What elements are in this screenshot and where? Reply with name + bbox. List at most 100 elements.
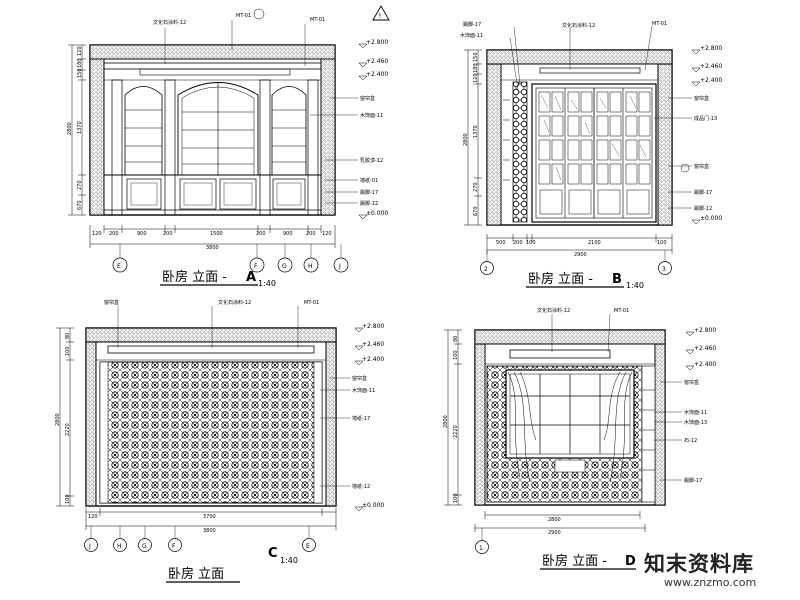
svg-text:+2.460: +2.460 [694,345,716,352]
section-callout-icon [253,8,265,20]
svg-text:670: 670 [77,200,83,210]
svg-text:J: J [88,543,91,550]
elevation-a: 文化石涂料-12 MT-01 MT-01 窗帘盒 木饰面-11 乳胶漆-12 墙… [67,8,388,288]
svg-text:F: F [254,263,258,270]
svg-text:3: 3 [662,266,666,273]
svg-text:2100: 2100 [588,240,601,246]
svg-text:200: 200 [256,231,266,237]
svg-text:2: 2 [484,266,488,273]
svg-text:±0.000: ±0.000 [366,210,388,217]
svg-text:E: E [117,263,121,270]
svg-text:1370: 1370 [77,121,83,134]
svg-text:100: 100 [453,493,459,503]
svg-text:180: 180 [473,63,479,73]
svg-text:踢脚-17: 踢脚-17 [360,189,378,196]
svg-text:MT-01: MT-01 [304,300,319,306]
axis-bubble-icon [138,538,152,552]
svg-text:900: 900 [137,231,147,237]
svg-text:H: H [117,543,122,550]
svg-text:踢脚-17: 踢脚-17 [463,21,481,28]
watermark: 知末资料库 www.znzmo.com [640,548,790,592]
axis-bubble-icon [277,257,293,273]
svg-text:100: 100 [65,346,71,356]
svg-text:900: 900 [283,231,293,237]
svg-text:J: J [338,263,341,270]
svg-text:100: 100 [526,240,536,246]
svg-text:成品门-13: 成品门-13 [694,115,717,122]
svg-text:3800: 3800 [203,528,216,534]
svg-text:踢脚-12: 踢脚-12 [694,205,712,212]
svg-text:120: 120 [88,514,98,520]
svg-text:G: G [282,263,287,270]
axis-bubble-icon [302,538,316,552]
svg-text:墙纸-01: 墙纸-01 [360,177,378,184]
svg-text:墙纸-17: 墙纸-17 [352,415,370,422]
svg-text:500: 500 [496,240,506,246]
svg-text:2900: 2900 [548,530,561,536]
svg-text:踢脚-12: 踢脚-12 [360,200,378,207]
svg-text:文化石涂料-12: 文化石涂料-12 [562,22,595,29]
svg-text:MT-01: MT-01 [310,17,325,23]
svg-text:木饰面-11: 木饰面-11 [352,387,375,394]
svg-text:180: 180 [77,58,83,68]
svg-text:1: 1 [479,545,483,552]
svg-text:D: D [625,554,636,569]
svg-text:3800: 3800 [206,245,219,251]
svg-text:木饰面-13: 木饰面-13 [684,419,707,426]
svg-text:2800: 2800 [463,133,469,146]
svg-text:乳胶漆-12: 乳胶漆-12 [360,157,383,164]
svg-text:H: H [308,263,313,270]
axis-bubble-icon [168,538,182,552]
svg-text:A: A [246,270,256,285]
svg-text:150: 150 [473,52,479,62]
svg-text:MT-01: MT-01 [652,21,667,27]
svg-text:文化石涂料-12: 文化石涂料-12 [218,299,251,306]
svg-text:120: 120 [473,73,479,83]
axis-bubble-icon [84,538,98,552]
svg-text:1370: 1370 [473,125,479,138]
svg-text:+2.400: +2.400 [700,77,722,84]
svg-text:踢脚-17: 踢脚-17 [684,477,702,484]
svg-text:120: 120 [322,231,332,237]
svg-text:木饰面-11: 木饰面-11 [460,32,483,39]
axis-bubble-icon [658,261,672,275]
elevation-d: 文化石涂料-12 MT-01 窗帘盒 木饰面-11 木饰面-13 石-12 踢脚… [443,307,716,570]
svg-text:100: 100 [453,350,459,360]
svg-text:文化石涂料-12: 文化石涂料-12 [537,307,570,314]
svg-text:+2.460: +2.460 [700,63,722,70]
axis-bubble-icon [333,257,349,273]
svg-text:120: 120 [77,46,83,56]
svg-text:+2.400: +2.400 [362,356,384,363]
svg-text:E: E [306,543,310,550]
svg-text:2900: 2900 [574,252,587,258]
svg-text:C: C [268,546,278,561]
svg-text:2800: 2800 [443,415,449,428]
svg-text:1:40: 1:40 [626,281,644,290]
axis-bubble-icon [303,257,319,273]
elevation-c: 窗帘盒 文化石涂料-12 MT-01 窗帘盒 木饰面-11 墙纸-17 墙纸-1… [55,299,384,583]
svg-text:2220: 2220 [453,425,459,438]
svg-text:!: ! [379,12,382,20]
svg-text:150: 150 [77,68,83,78]
svg-text:+2.460: +2.460 [362,341,384,348]
svg-text:2800: 2800 [67,122,73,135]
svg-text:1:40: 1:40 [258,279,276,288]
axis-bubble-icon [113,538,127,552]
svg-text:MT-01: MT-01 [614,308,629,314]
title-d: 卧房 立面 - [542,553,607,569]
svg-text:1500: 1500 [210,231,223,237]
axis-bubble-icon [480,261,494,275]
svg-text:+2.400: +2.400 [366,71,388,78]
svg-text:+2.460: +2.460 [366,58,388,65]
section-callout-icon [680,163,690,173]
svg-text:文化石涂料-12: 文化石涂料-12 [153,19,186,26]
svg-text:200: 200 [513,240,523,246]
svg-text:窗帘盒: 窗帘盒 [694,163,709,170]
svg-text:200: 200 [163,231,173,237]
svg-text:墙纸-12: 墙纸-12 [352,483,370,490]
svg-text:80: 80 [65,333,71,339]
svg-text:3700: 3700 [203,514,216,520]
svg-text:270: 270 [473,182,479,192]
svg-text:2800: 2800 [55,413,61,426]
